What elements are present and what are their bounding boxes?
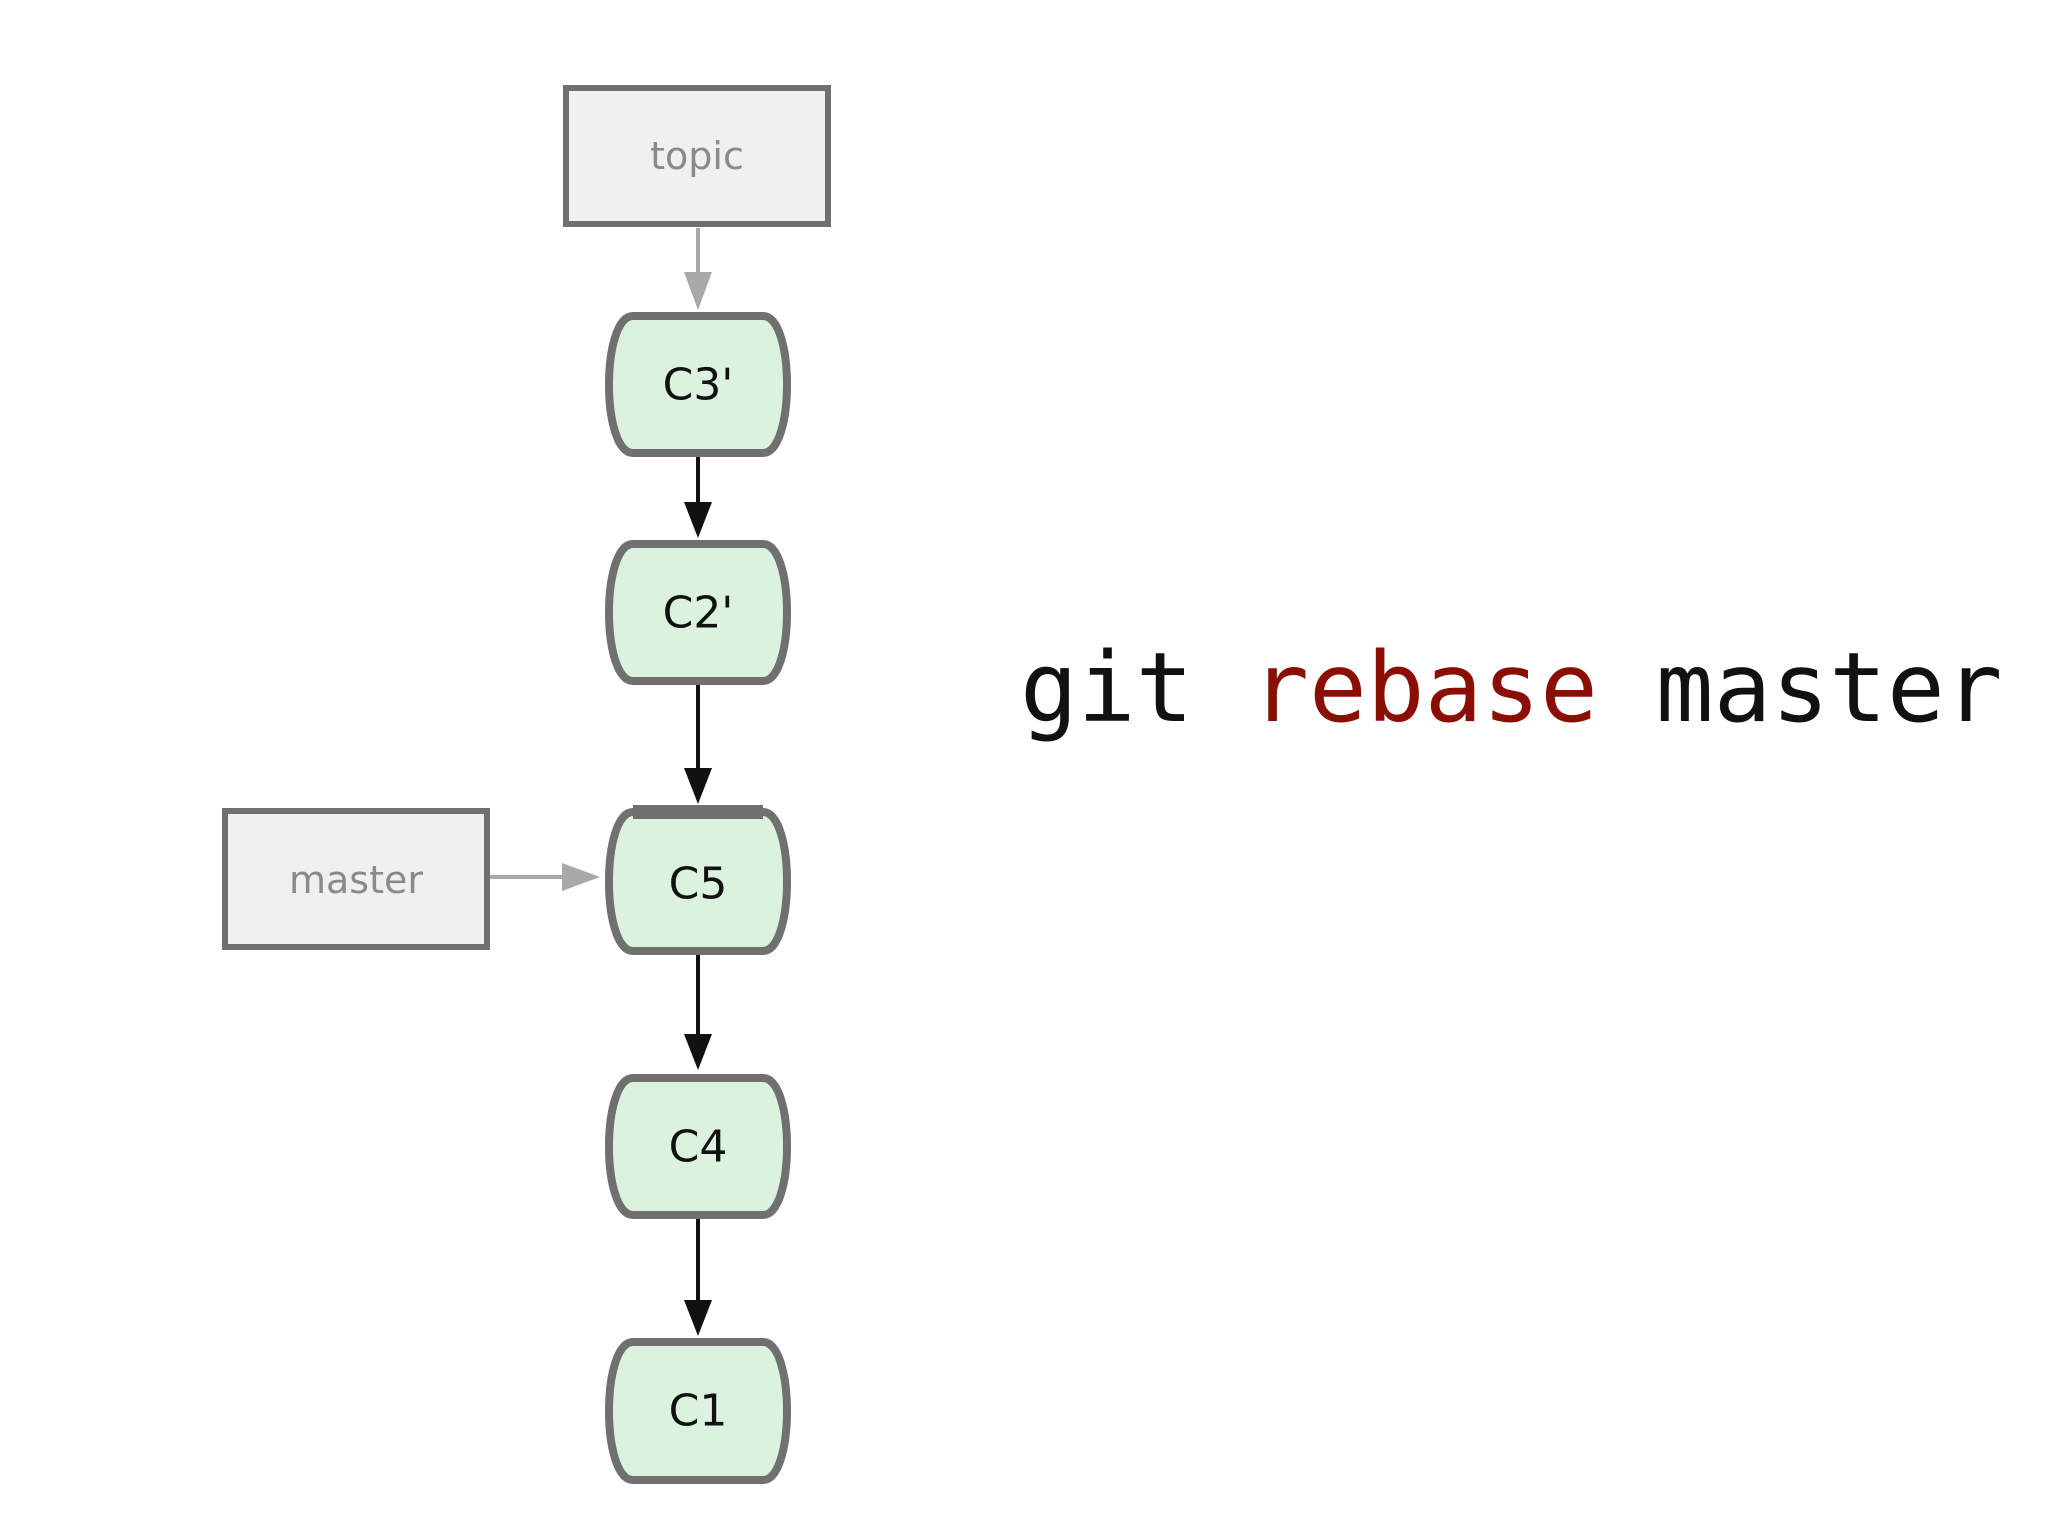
parent-arrow-c5-c4: [684, 952, 712, 1070]
commit-c2-prime-label: C2': [663, 588, 734, 639]
command-rebase: rebase: [1251, 632, 1598, 744]
command-git: git: [1020, 632, 1194, 744]
commit-c1: C1: [605, 1338, 791, 1484]
parent-arrow-c4-c1: [684, 1216, 712, 1336]
branch-topic: topic: [563, 85, 831, 227]
commit-c5-label: C5: [669, 859, 728, 910]
command-text: git rebase master: [1020, 640, 2003, 736]
branch-master: master: [222, 808, 490, 950]
commit-c4-label: C4: [669, 1122, 728, 1173]
commit-c1-label: C1: [669, 1386, 728, 1437]
parent-arrow-c2-c5: [684, 683, 712, 804]
parent-arrow-c3-c2: [684, 455, 712, 538]
commit-c4: C4: [605, 1074, 791, 1219]
ref-arrow-topic: [684, 228, 712, 310]
commit-c3-prime: C3': [605, 312, 791, 457]
branch-master-label: master: [289, 858, 423, 902]
command-master: master: [1655, 632, 2003, 744]
commit-c3-prime-label: C3': [663, 360, 734, 411]
branch-topic-label: topic: [650, 134, 744, 178]
commit-c2-prime: C2': [605, 540, 791, 685]
commit-c5: C5: [605, 805, 791, 955]
ref-arrow-master: [490, 863, 600, 891]
